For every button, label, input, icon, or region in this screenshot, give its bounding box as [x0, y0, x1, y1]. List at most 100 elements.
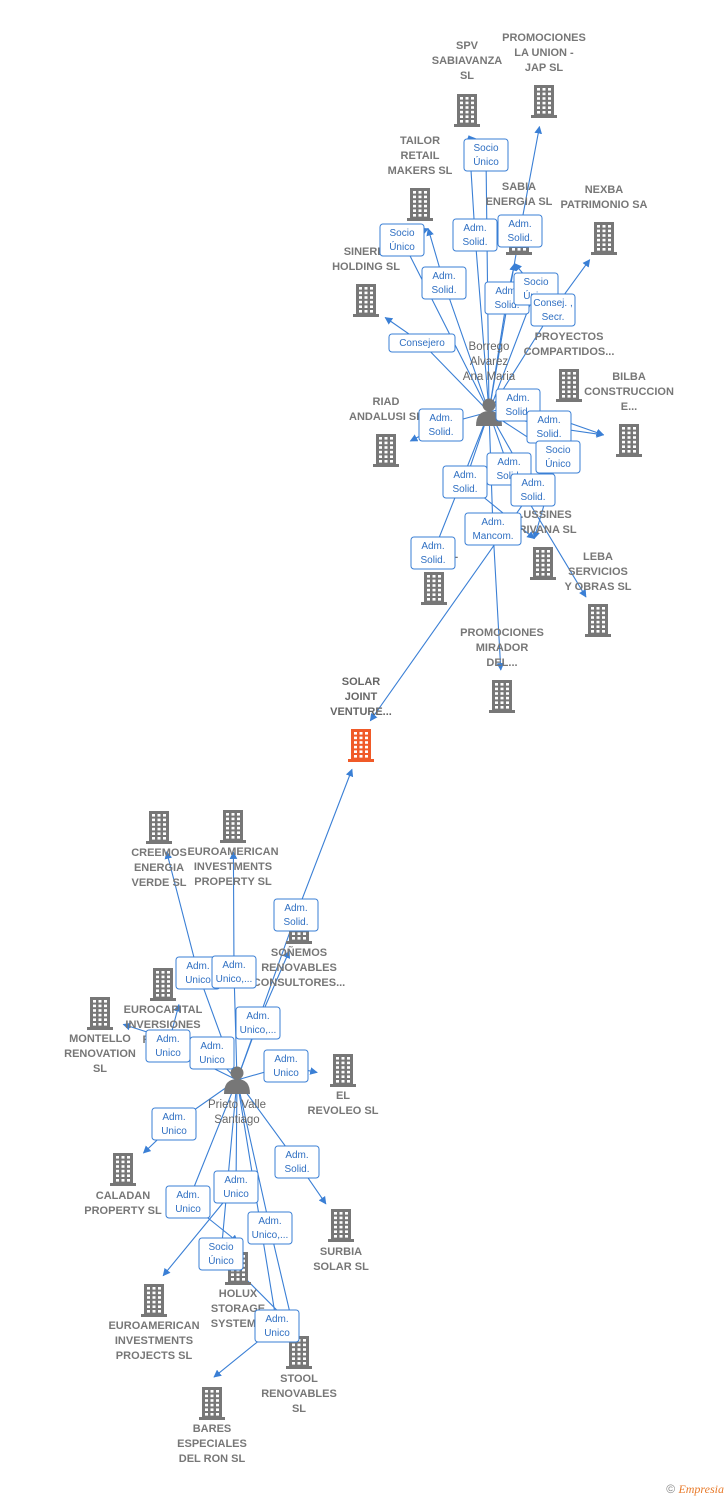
company-label-sinerbi-line: SINERBI: [344, 246, 389, 258]
relation-label-text: Solid.: [428, 427, 453, 438]
relation-label-text: Socio: [545, 445, 570, 456]
company-label-creemos-line: ENERGIA: [134, 862, 184, 874]
relation-label-text: Adm.: [274, 1054, 297, 1065]
building-icon: [286, 1336, 312, 1369]
company-label-solar-line: SOLAR: [342, 676, 381, 688]
relation-label[interactable]: Consejero: [388, 333, 456, 353]
company-label-rivana-line: ...RIVANA SL: [509, 524, 577, 536]
company-label-sabia-line: ENERGIA SL: [486, 196, 553, 208]
relation-label[interactable]: Adm.Unico,...: [235, 1006, 281, 1040]
relation-label[interactable]: Adm.Solid.: [452, 218, 498, 252]
company-label-tailor-line: MAKERS SL: [388, 165, 453, 177]
building-icon: [353, 284, 379, 317]
company-label-caladan-line: PROPERTY SL: [84, 1205, 162, 1217]
building-icon: [141, 1284, 167, 1317]
relation-label[interactable]: Adm.Unico: [213, 1170, 259, 1204]
relation-label-text: Adm.: [429, 413, 452, 424]
relation-label-text: Solid.: [431, 285, 456, 296]
building-icon: [531, 85, 557, 118]
relation-label-text: Adm.: [156, 1034, 179, 1045]
relation-label-box: [211, 955, 257, 989]
relation-label[interactable]: Adm.Solid.: [497, 214, 543, 248]
relation-label[interactable]: Adm.Unico: [263, 1049, 309, 1083]
company-label-sonemos-line: SOÑEMOS: [271, 946, 327, 959]
relation-label[interactable]: Adm.Solid.: [273, 898, 319, 932]
relation-label[interactable]: Adm.Solid.: [410, 536, 456, 570]
relation-label-box: [452, 218, 498, 252]
relation-label[interactable]: Adm.Solid.: [510, 473, 556, 507]
company-label-surbia-line: SOLAR SL: [313, 1261, 369, 1273]
company-label-bilba-line: CONSTRUCCION: [584, 386, 674, 398]
relation-label[interactable]: Adm.Unico,...: [211, 955, 257, 989]
company-label-lauion-line: JAP SL: [525, 62, 564, 74]
relation-label[interactable]: Adm.Solid.: [421, 266, 467, 300]
company-label-stool-line: SL: [292, 1403, 306, 1415]
relation-label-text: Unico: [264, 1328, 290, 1339]
company-label-eurocapital-line: INVERSIONES: [125, 1019, 200, 1031]
relation-label[interactable]: Adm.Unico: [145, 1029, 191, 1063]
company-label-mirador-line: MIRADOR: [476, 642, 529, 654]
company-label-holux-line: SYSTEM...: [211, 1318, 265, 1330]
relation-label[interactable]: Adm.Unico: [165, 1185, 211, 1219]
company-label-rivana-line: ...USSINES: [514, 509, 571, 521]
relation-label-text: Adm.: [265, 1314, 288, 1325]
relation-label[interactable]: Adm.Unico: [189, 1036, 235, 1070]
person-label-ana-line: Ana Maria: [463, 371, 516, 383]
company-label-nexba-line: PATRIMONIO SA: [561, 199, 648, 211]
relation-label[interactable]: Adm.Solid.: [526, 410, 572, 444]
relation-label[interactable]: Adm.Solid.: [442, 465, 488, 499]
relation-label[interactable]: Adm. Solid.: [418, 408, 464, 442]
relation-label-text: Solid.: [505, 407, 530, 418]
company-label-solar-line: VENTURE...: [330, 706, 392, 718]
company-label-stool-line: STOOL: [280, 1373, 318, 1385]
company-label-bilba-line: BILBA: [612, 371, 646, 383]
relation-label-text: Mancom.: [472, 531, 513, 542]
company-label-riad-line: RIAD: [373, 396, 400, 408]
relation-label-text: Adm.: [463, 223, 486, 234]
company-node-rivana[interactable]: ...USSINES ...RIVANA SL: [509, 509, 577, 580]
relation-label[interactable]: Consej. ,Secr.: [530, 293, 576, 327]
relation-label-box: [235, 1006, 281, 1040]
relation-label[interactable]: Adm.Solid.: [274, 1145, 320, 1179]
relation-label-text: Solid.: [283, 917, 308, 928]
relation-label[interactable]: Adm.Mancom.: [464, 512, 522, 546]
company-label-spv-line: SL: [460, 70, 474, 82]
relation-label[interactable]: Adm.Unico: [151, 1107, 197, 1141]
relation-label-text: Socio: [473, 143, 498, 154]
brand-name: Empresia: [678, 1482, 724, 1496]
relation-label[interactable]: Adm.Unico,...: [247, 1211, 293, 1245]
relation-label[interactable]: Adm. Unico: [254, 1309, 300, 1343]
